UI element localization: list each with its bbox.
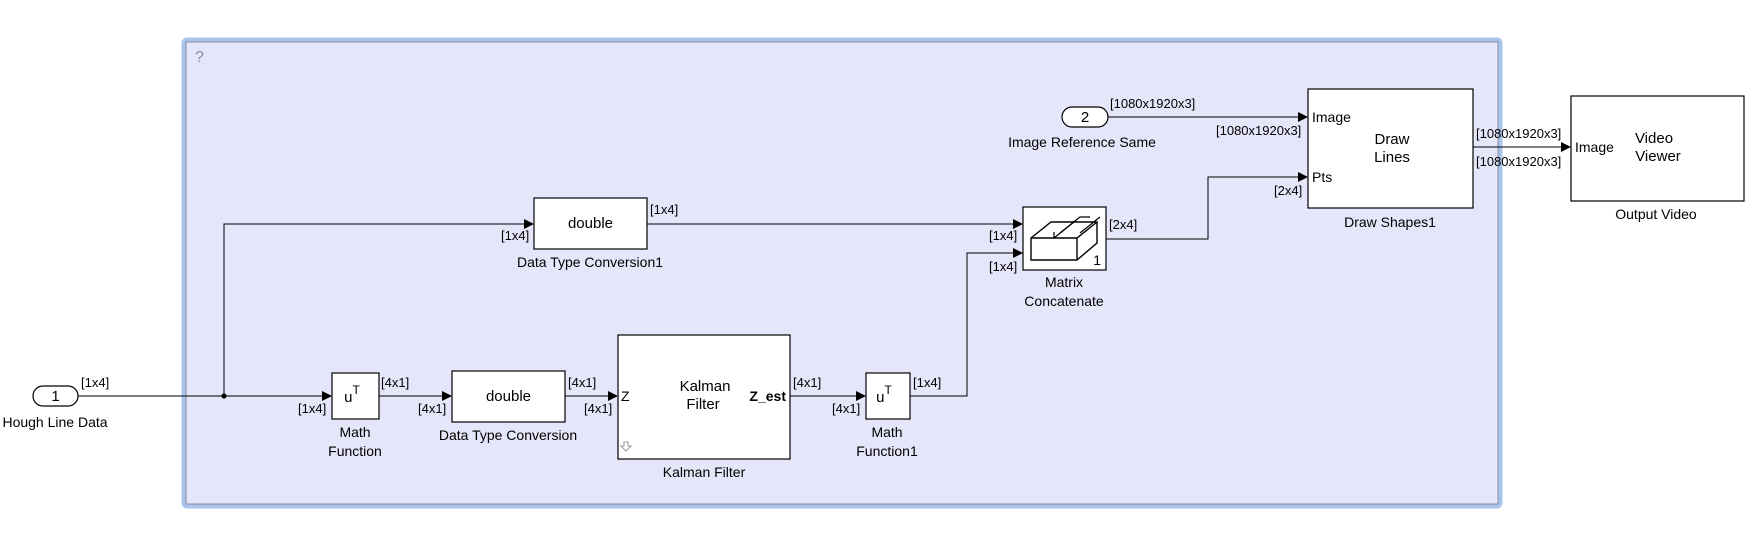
block-caption: Math (339, 424, 370, 440)
math-function1-block[interactable]: uT (865, 372, 911, 420)
block-caption: Data Type Conversion1 (517, 254, 663, 270)
subsystem-help-mark[interactable]: ? (195, 49, 204, 66)
kalman-filter-block[interactable]: Kalman Filter Z Z_est (617, 334, 791, 460)
down-arrow-icon (619, 441, 633, 452)
block-text: double (568, 215, 613, 232)
concat-dimension: 1 (1093, 252, 1101, 268)
signal-dim: [1x4] (913, 375, 941, 390)
inport-image-reference[interactable]: 2 (1061, 106, 1109, 128)
block-caption: Matrix (1045, 274, 1083, 290)
signal-dim: [1080x1920x3] (1476, 154, 1561, 169)
cube-icon (1030, 216, 1101, 261)
port-label: Image (1312, 109, 1351, 125)
block-caption: Kalman Filter (663, 464, 746, 480)
signal-dim: [4x1] (381, 375, 409, 390)
block-caption: Draw Shapes1 (1344, 214, 1436, 230)
block-caption: Data Type Conversion (439, 427, 577, 443)
inport-number: 2 (1081, 109, 1089, 126)
block-text: double (486, 388, 531, 405)
block-caption: Function1 (856, 443, 918, 459)
signal-dim: [1080x1920x3] (1476, 126, 1561, 141)
signal-dim: [1x4] (298, 401, 326, 416)
signal-dim: [1080x1920x3] (1110, 96, 1195, 111)
block-caption: Output Video (1615, 206, 1697, 222)
port-label: Image (1575, 139, 1614, 155)
block-title: Viewer (1635, 148, 1681, 165)
signal-dim: [1x4] (989, 228, 1017, 243)
signal-dim: [4x1] (568, 375, 596, 390)
draw-shapes1-block[interactable]: Image Pts Draw Lines (1307, 88, 1474, 209)
data-type-conversion-block[interactable]: double (451, 370, 566, 423)
signal-line-concat-to-draw (1106, 176, 1298, 240)
port-label: Z_est (749, 388, 786, 404)
signal-dim: [1x4] (650, 202, 678, 217)
signal-line-to-dtc1 (223, 223, 524, 396)
inport-label: Image Reference Same (1008, 134, 1156, 150)
port-label: Z (621, 388, 630, 404)
data-type-conversion1-block[interactable]: double (533, 197, 648, 250)
port-label: Pts (1312, 169, 1332, 185)
block-caption: Math (871, 424, 902, 440)
signal-dim: [1x4] (989, 259, 1017, 274)
math-function-block[interactable]: uT (331, 372, 380, 420)
block-title: Filter (686, 396, 719, 413)
signal-dim: [2x4] (1274, 183, 1302, 198)
signal-dim: [4x1] (584, 401, 612, 416)
signal-dim: [4x1] (418, 401, 446, 416)
block-title: Kalman (680, 378, 731, 395)
video-viewer-block[interactable]: Image Video Viewer (1570, 95, 1745, 202)
signal-dim: [2x4] (1109, 217, 1137, 232)
block-title: Lines (1374, 149, 1410, 166)
inport-number: 1 (51, 388, 59, 405)
block-caption: Concatenate (1024, 293, 1104, 309)
block-title: Draw (1374, 131, 1409, 148)
signal-dim: [1x4] (501, 228, 529, 243)
signal-lines (78, 112, 1571, 401)
signal-dim: [1080x1920x3] (1216, 123, 1301, 138)
signal-line-math1-to-concat (910, 252, 1013, 397)
block-text: uT (344, 383, 360, 406)
signal-dim: [1x4] (81, 375, 109, 390)
block-title: Video (1635, 130, 1673, 147)
inport-label: Hough Line Data (2, 414, 107, 430)
inport-hough-line-data[interactable]: 1 (32, 385, 79, 407)
matrix-concatenate-block[interactable]: 1 (1022, 206, 1107, 271)
signal-dim: [4x1] (793, 375, 821, 390)
block-caption: Function (328, 443, 382, 459)
signal-dim: [4x1] (832, 401, 860, 416)
block-text: uT (876, 383, 892, 406)
subsystem-area[interactable] (181, 37, 1503, 509)
